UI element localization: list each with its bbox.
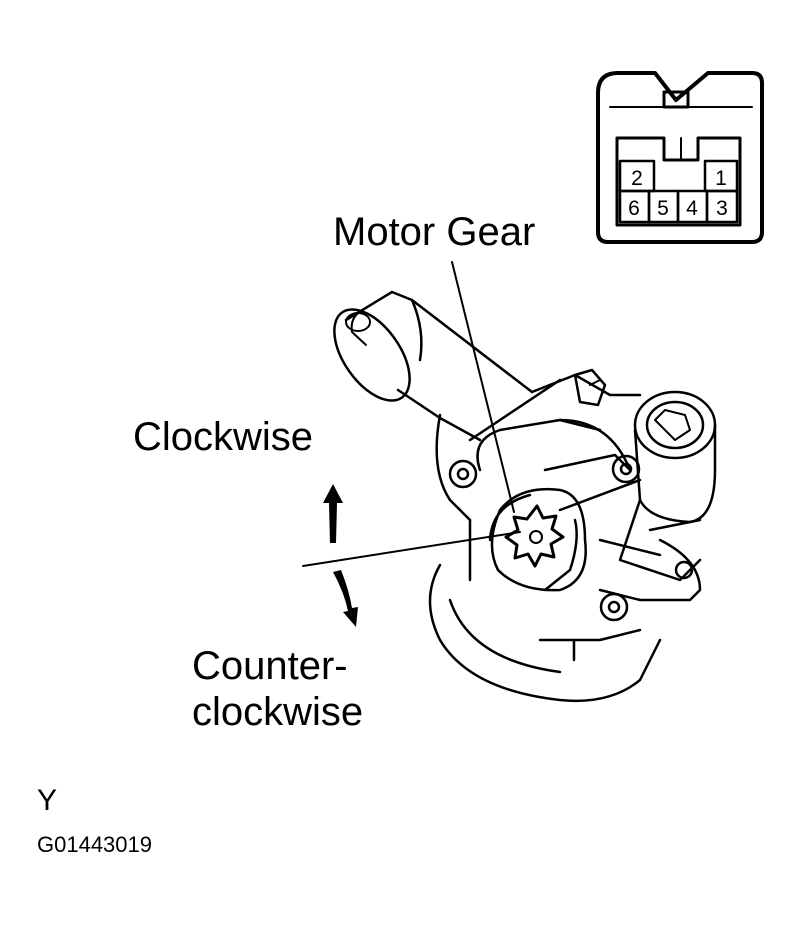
mount-bolts (448, 454, 694, 622)
connector-face: 2 1 6 5 4 3 (596, 71, 764, 244)
rotation-leader (302, 531, 521, 567)
pin-5: 5 (657, 197, 669, 220)
rotation-arrows (323, 484, 358, 627)
y-mark: Y (37, 784, 58, 817)
connector-terminal-frame (615, 136, 742, 227)
counterclockwise-arrow (333, 570, 358, 627)
connector-housing (596, 71, 764, 244)
pin-3: 3 (716, 197, 728, 220)
counterclockwise-label-line1: Counter- (192, 644, 348, 688)
motor-gear-hub (529, 530, 543, 544)
gear-well (488, 488, 587, 592)
pin-6: 6 (628, 197, 640, 220)
clockwise-label: Clockwise (133, 415, 314, 459)
gear-housing (428, 373, 662, 703)
output-drum (618, 390, 717, 582)
clockwise-arrow (323, 484, 343, 543)
window-motor-assembly (333, 290, 717, 703)
pin-1: 1 (715, 167, 727, 190)
mount-bracket (543, 368, 702, 602)
motor-gear (504, 504, 565, 568)
pin-4: 4 (686, 197, 698, 220)
motor-gear-leader (451, 261, 515, 513)
pin-2: 2 (631, 167, 643, 190)
motor-can (333, 290, 534, 442)
counterclockwise-label-line2: clockwise (192, 690, 364, 734)
motor-gear-label: Motor Gear (333, 210, 536, 254)
figure-code: G01443019 (37, 832, 152, 857)
connector-pin-cells (618, 159, 739, 224)
